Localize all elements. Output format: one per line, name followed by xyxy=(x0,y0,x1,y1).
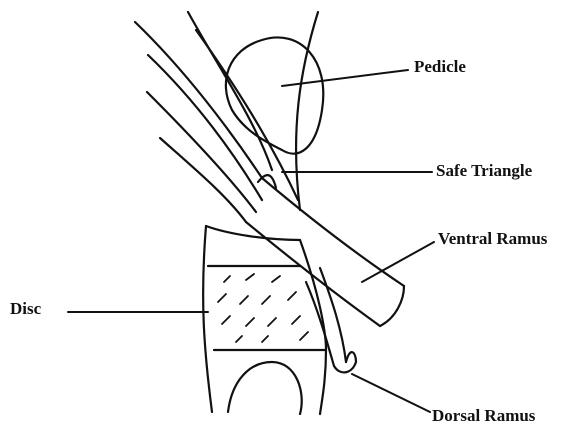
leader-dorsal-ramus xyxy=(352,374,430,412)
dorsal-ramus-outer xyxy=(320,268,346,362)
ventral-ramus-end xyxy=(380,286,404,326)
label-ventral-ramus: Ventral Ramus xyxy=(438,230,547,247)
label-safe-triangle: Safe Triangle xyxy=(436,162,532,179)
label-disc: Disc xyxy=(10,300,41,317)
disc-hatching xyxy=(218,274,308,342)
disc-outline-right xyxy=(300,240,326,350)
leader-ventral-ramus xyxy=(362,242,434,282)
disc-outline-left xyxy=(203,226,212,412)
lower-vertebra-arc xyxy=(228,362,302,414)
lower-vertebra-right xyxy=(320,350,326,414)
label-pedicle: Pedicle xyxy=(414,58,466,75)
label-dorsal-ramus: Dorsal Ramus xyxy=(432,407,535,424)
nerve-strand-3 xyxy=(147,92,256,212)
upper-vertebra-outline xyxy=(296,12,318,210)
